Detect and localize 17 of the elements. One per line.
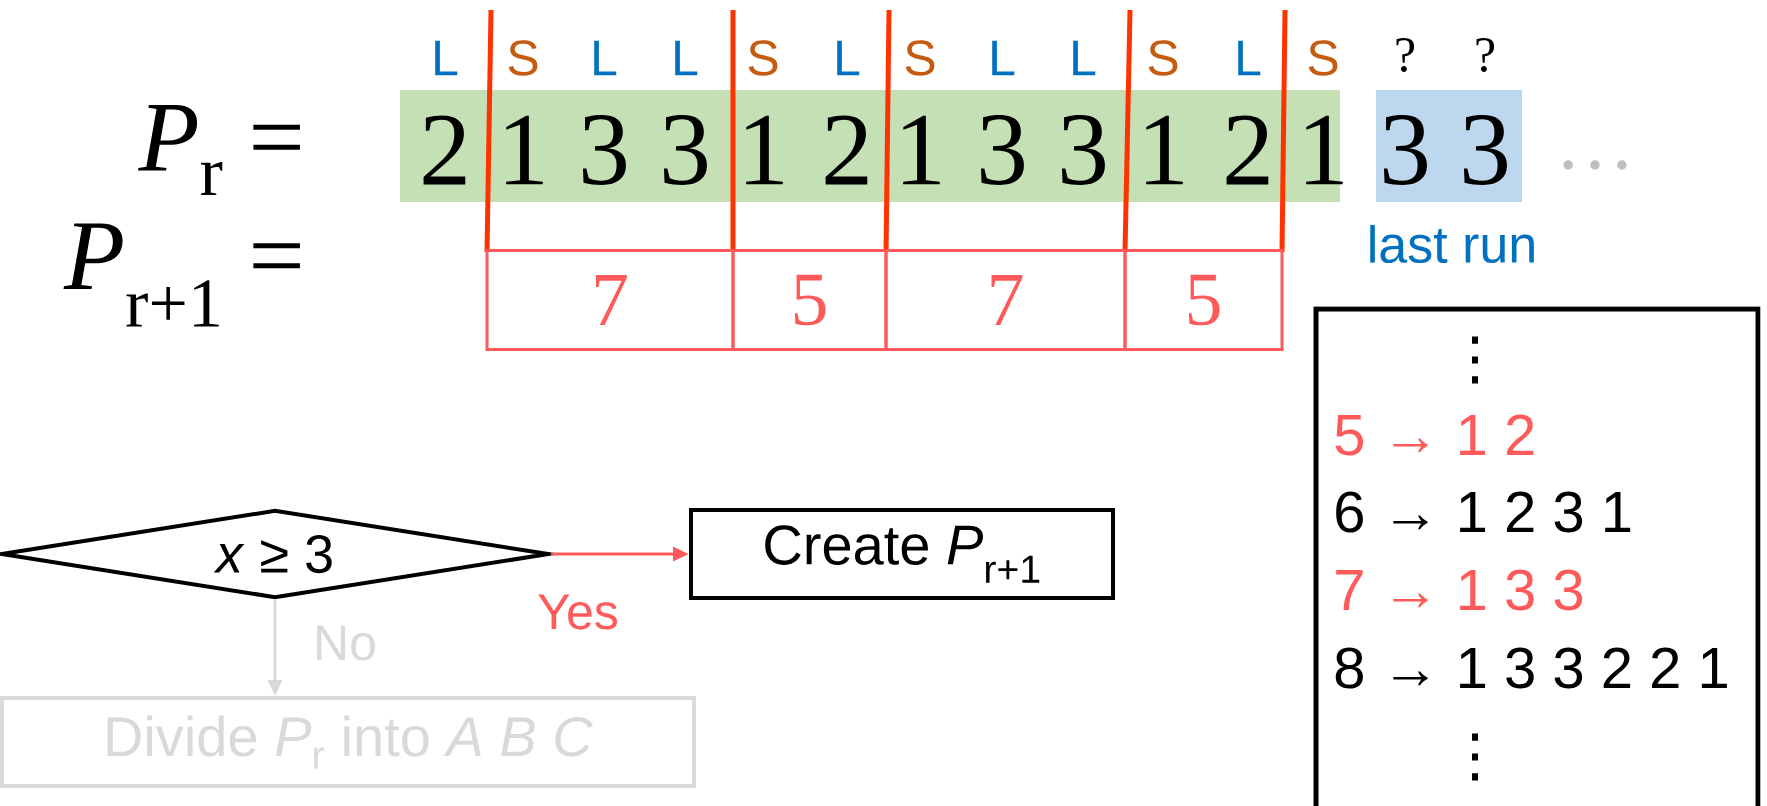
run-length-cell: 7 [884, 249, 1127, 351]
number-sequence-band: 2 1 3 3 1 2 1 3 3 1 2 1 [400, 90, 1343, 202]
run-length-cell: 7 [485, 249, 735, 351]
edge-label: Yes [535, 592, 621, 632]
ellipsis: … [1563, 160, 1627, 170]
mapping-table: ⋮ 5 → 1 2 6 → 1 2 3 1 7 → 1 3 3 8 → 1 3 3 2 2 1 ⋮ [1313, 306, 1761, 806]
question-mark: ? [1396, 38, 1415, 72]
run-length-cell: 5 [1123, 249, 1284, 351]
run-length-cell: 5 [731, 249, 888, 351]
letter-label: S [1308, 40, 1338, 76]
letter-label: L [1238, 40, 1261, 76]
process-box: Create P$_{r+1}$ [689, 508, 1115, 600]
equation-label: P$_{r}$ = [138, 105, 300, 195]
text-label: last run [1370, 224, 1534, 264]
equation-label: P$_{r+1}$ = [63, 223, 300, 327]
question-mark: ? [1476, 38, 1495, 72]
number-sequence-band: 3 3 [1376, 90, 1522, 202]
